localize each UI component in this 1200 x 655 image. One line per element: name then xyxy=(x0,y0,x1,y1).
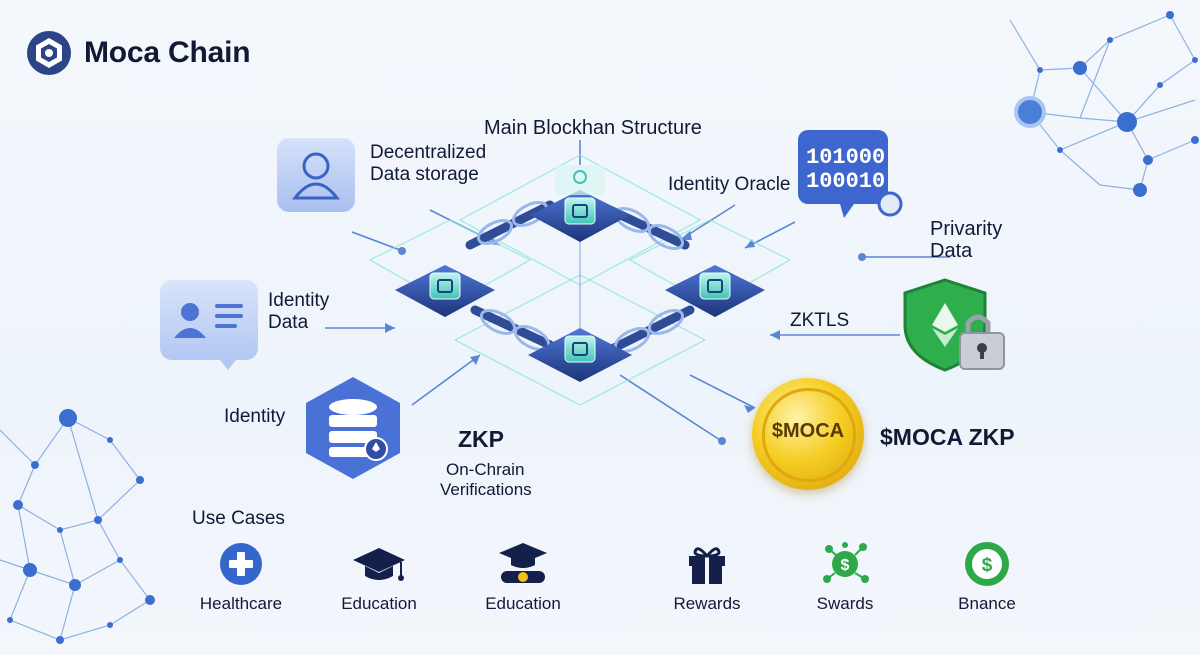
svg-text:$: $ xyxy=(982,555,993,576)
identity-data-label: Identity Data xyxy=(268,290,329,334)
onchain-line-1: On-Chrain xyxy=(446,460,525,479)
binary-chat-icon: 101000 100010 xyxy=(798,128,903,220)
use-case-education-diploma[interactable]: Education xyxy=(458,540,588,614)
blockchain-structure xyxy=(368,154,792,406)
privacy-data-line-2: Data xyxy=(930,240,973,262)
brand[interactable]: Moca Chain xyxy=(26,30,251,76)
user-icon xyxy=(291,152,341,200)
use-case-label: Education xyxy=(341,594,417,613)
use-case-healthcare[interactable]: Healthcare xyxy=(176,540,306,614)
shield-lock-icon xyxy=(903,278,1005,372)
use-case-label: Education xyxy=(485,594,561,613)
brand-name: Moca Chain xyxy=(84,36,251,69)
medical-cross-icon xyxy=(220,543,262,585)
zkp-label: ZKP xyxy=(458,426,504,452)
coin-text: $MOCA xyxy=(771,420,845,442)
binary-text: 101000 100010 xyxy=(806,146,885,194)
diploma-icon xyxy=(499,543,547,583)
dollar-circle-icon: $ xyxy=(965,542,1009,586)
decentralized-storage-line-2: Data storage xyxy=(370,164,479,185)
database-icon xyxy=(306,377,400,479)
zktls-label: ZKTLS xyxy=(790,310,850,331)
gift-icon xyxy=(689,547,725,584)
use-case-education[interactable]: Education xyxy=(314,540,444,614)
identity-oracle-label: Identity Oracle xyxy=(668,174,791,195)
diagram-title: Main Blockhan Structure xyxy=(484,117,702,139)
identity-data-line-1: Identity xyxy=(268,290,330,311)
graduation-cap-icon xyxy=(353,548,405,581)
binary-bubble xyxy=(798,130,903,218)
use-case-swards[interactable]: $ Swards xyxy=(780,540,910,614)
id-card-icon xyxy=(174,303,243,370)
onchain-label: On-Chrain Verifications xyxy=(440,460,532,500)
decentralized-storage-line-1: Decentralized xyxy=(370,142,487,163)
identity-label: Identity xyxy=(224,406,286,427)
use-case-label: Swards xyxy=(816,594,874,613)
use-case-label: Healthcare xyxy=(199,594,283,613)
identity-data-card xyxy=(160,280,258,370)
privacy-data-line-1: Privarity xyxy=(930,218,1003,240)
use-case-rewards[interactable]: Rewards xyxy=(642,540,772,614)
use-case-label: Rewards xyxy=(673,594,741,613)
use-cases-heading: Use Cases xyxy=(192,508,285,529)
moca-zkp-label: $MOCA ZKP xyxy=(880,424,1015,450)
decentralized-storage-label: Decentralized Data storage xyxy=(370,142,486,186)
binary-line-1: 101000 xyxy=(806,145,886,170)
svg-text:$: $ xyxy=(841,557,850,574)
use-case-label: Bnance xyxy=(958,594,1016,613)
binary-line-2: 100010 xyxy=(806,169,886,194)
dollar-network-icon: $ xyxy=(823,542,869,583)
moca-logo-icon xyxy=(27,31,71,75)
use-case-bnance[interactable]: $ Bnance xyxy=(922,540,1052,614)
user-profile-card xyxy=(277,138,355,212)
privacy-data-label: Privarity Data xyxy=(930,218,1002,262)
coin-icon: $MOCA xyxy=(752,378,864,490)
onchain-line-2: Verifications xyxy=(440,480,532,499)
identity-data-line-2: Data xyxy=(268,312,309,333)
